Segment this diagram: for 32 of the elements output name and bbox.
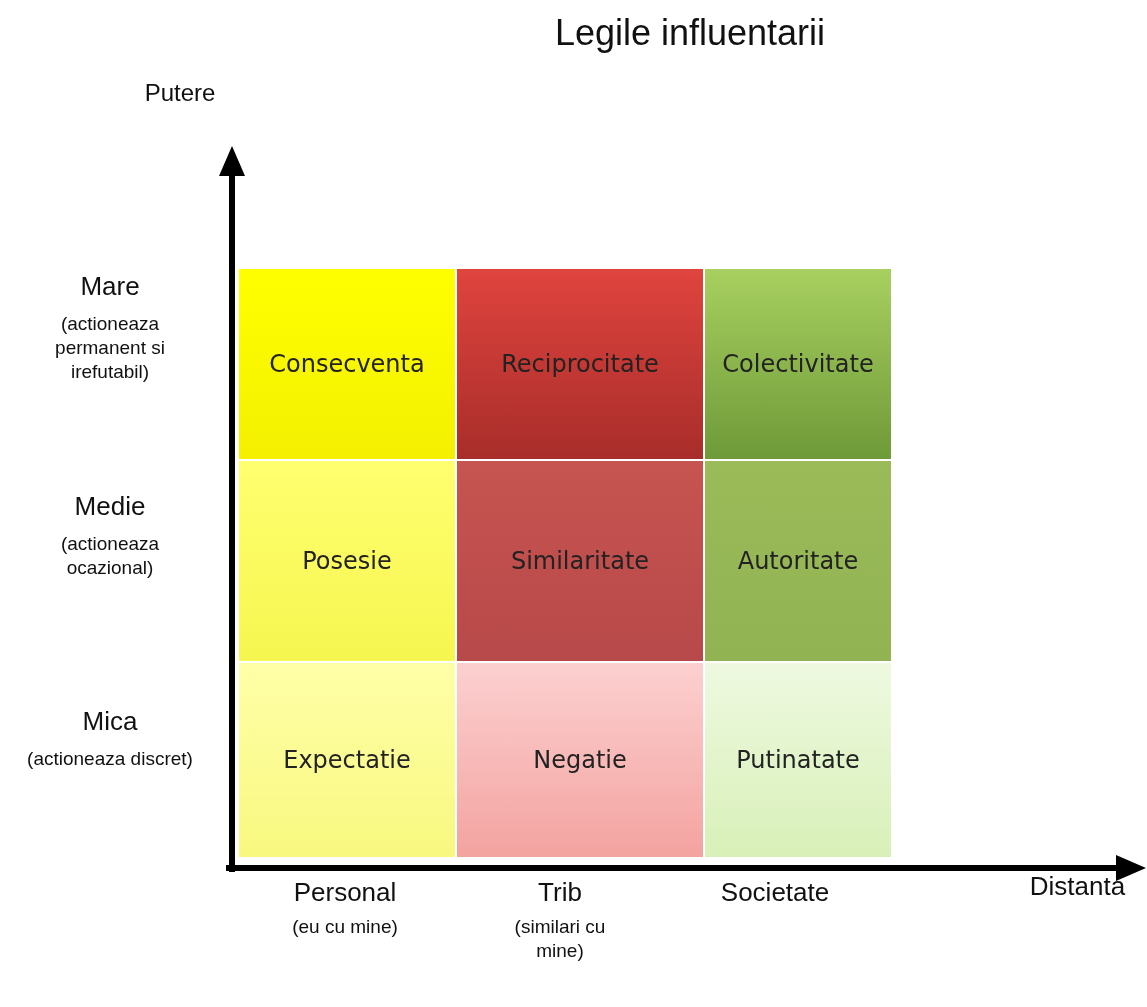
- row-heading: Mica: [81, 705, 139, 738]
- cell-label: Putinatate: [736, 746, 860, 774]
- axis-title: Putere: [143, 78, 217, 108]
- cell-label: Similaritate: [510, 547, 650, 575]
- cell-label: Expectatie: [283, 746, 411, 774]
- row-description: (actioneaza ocazional): [59, 532, 161, 580]
- matrix-cell: [704, 662, 892, 858]
- row-description: (actioneaza discret): [26, 747, 194, 771]
- cell-label: Posesie: [302, 547, 392, 575]
- cell-label: Colectivitate: [722, 350, 874, 378]
- diagram-title: Legile influentarii: [553, 12, 827, 54]
- row-heading: Medie: [73, 490, 147, 523]
- matrix-cell: [456, 662, 704, 858]
- column-heading: Societate: [719, 876, 831, 909]
- matrix-cell: [238, 662, 456, 858]
- column-description: (similari cu mine): [513, 915, 607, 963]
- matrix-cell: [704, 460, 892, 662]
- column-heading: Personal: [292, 876, 398, 909]
- cell-label: Autoritate: [737, 547, 859, 575]
- matrix-cell: [238, 460, 456, 662]
- row-heading: Mare: [79, 270, 141, 303]
- matrix-cell: [704, 268, 892, 460]
- row-description: (actioneaza permanent si irefutabil): [54, 312, 166, 384]
- matrix-cell: [238, 268, 456, 460]
- matrix-cell: [456, 460, 704, 662]
- cell-label: Negatie: [533, 746, 627, 774]
- cell-label: Consecventa: [269, 350, 425, 378]
- column-heading: Trib: [537, 876, 583, 909]
- axis-title: Distanta: [1028, 870, 1127, 903]
- cell-label: Reciprocitate: [501, 350, 659, 378]
- matrix-cell: [456, 268, 704, 460]
- column-description: (eu cu mine): [291, 915, 399, 939]
